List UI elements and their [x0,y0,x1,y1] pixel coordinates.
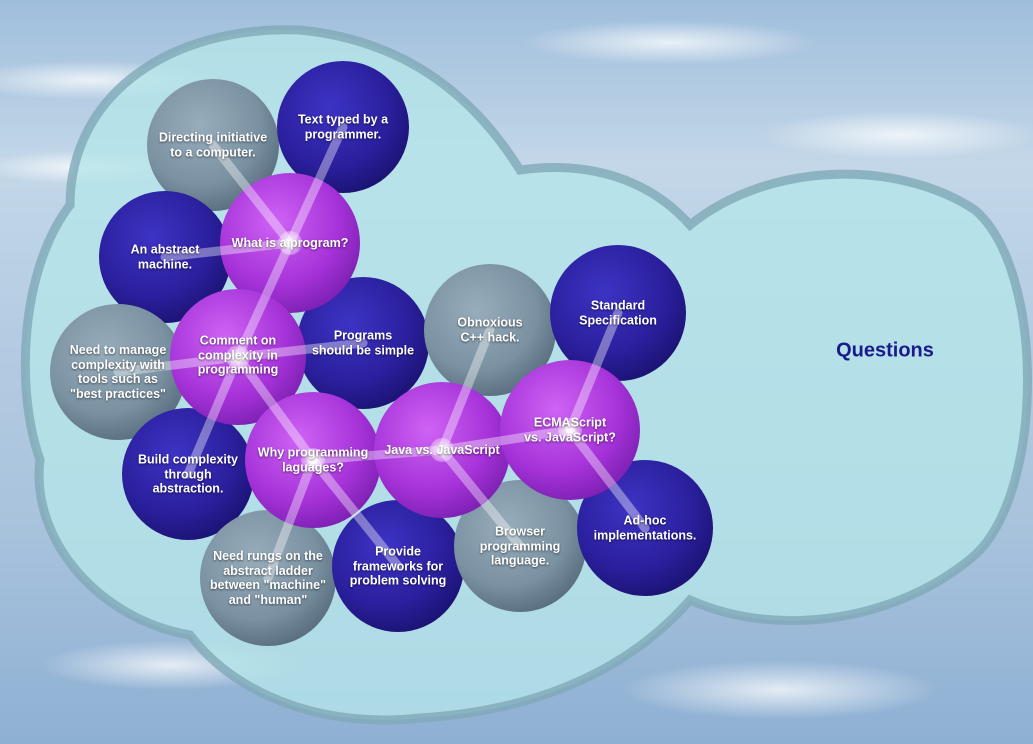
bubble-programs-simple[interactable] [297,277,429,409]
link-what-is-a-program-to-text-typed [285,122,348,248]
bubble-directing-initiative[interactable] [147,79,279,211]
bubble-manage-complexity[interactable] [50,304,186,440]
bubble-abstract-machine[interactable] [99,191,231,323]
hub-dot-what-is-a-program [278,231,302,255]
link-java-vs-js-to-ecmascript [437,425,575,455]
link-ecmascript-to-adhoc [565,425,650,533]
link-comment-complexity-to-manage-complexity [113,352,243,377]
bubble-standard-spec[interactable] [550,245,686,381]
bubble-adhoc[interactable] [577,460,713,596]
zone-title: Questions [836,339,934,362]
link-comment-complexity-to-programs-simple [233,338,368,362]
bubble-build-complexity[interactable] [122,408,254,540]
hub-dot-ecmascript [558,418,582,442]
link-ecmascript-to-standard-spec [565,308,623,435]
link-comment-complexity-to-build-complexity [183,352,243,479]
bubble-browser-language[interactable] [454,480,586,612]
hub-dot-why-languages [301,448,325,472]
bubble-rungs-ladder[interactable] [200,510,336,646]
link-comment-complexity-to-why-languages [233,352,318,465]
hub-dot-comment-complexity [226,345,250,369]
link-java-vs-js-to-obnoxious-cpp [437,325,495,455]
link-what-is-a-program-to-directing-initiative [208,140,295,248]
link-why-languages-to-frameworks [308,455,403,571]
link-why-languages-to-java-vs-js [308,445,447,465]
bubble-label-java-vs-js: Java vs. JavaScript [384,442,500,457]
link-what-is-a-program-to-abstract-machine [160,238,295,262]
link-what-is-a-program-to-comment-complexity [233,238,295,362]
bubble-obnoxious-cpp[interactable] [424,264,556,396]
link-java-vs-js-to-browser-language [437,445,525,551]
hub-dot-java-vs-js [430,438,454,462]
bubble-text-typed[interactable] [277,61,409,193]
link-why-languages-to-rungs-ladder [263,455,318,583]
bubble-label-what-is-a-program: What is a program? [231,235,349,250]
bubble-frameworks[interactable] [332,500,464,632]
